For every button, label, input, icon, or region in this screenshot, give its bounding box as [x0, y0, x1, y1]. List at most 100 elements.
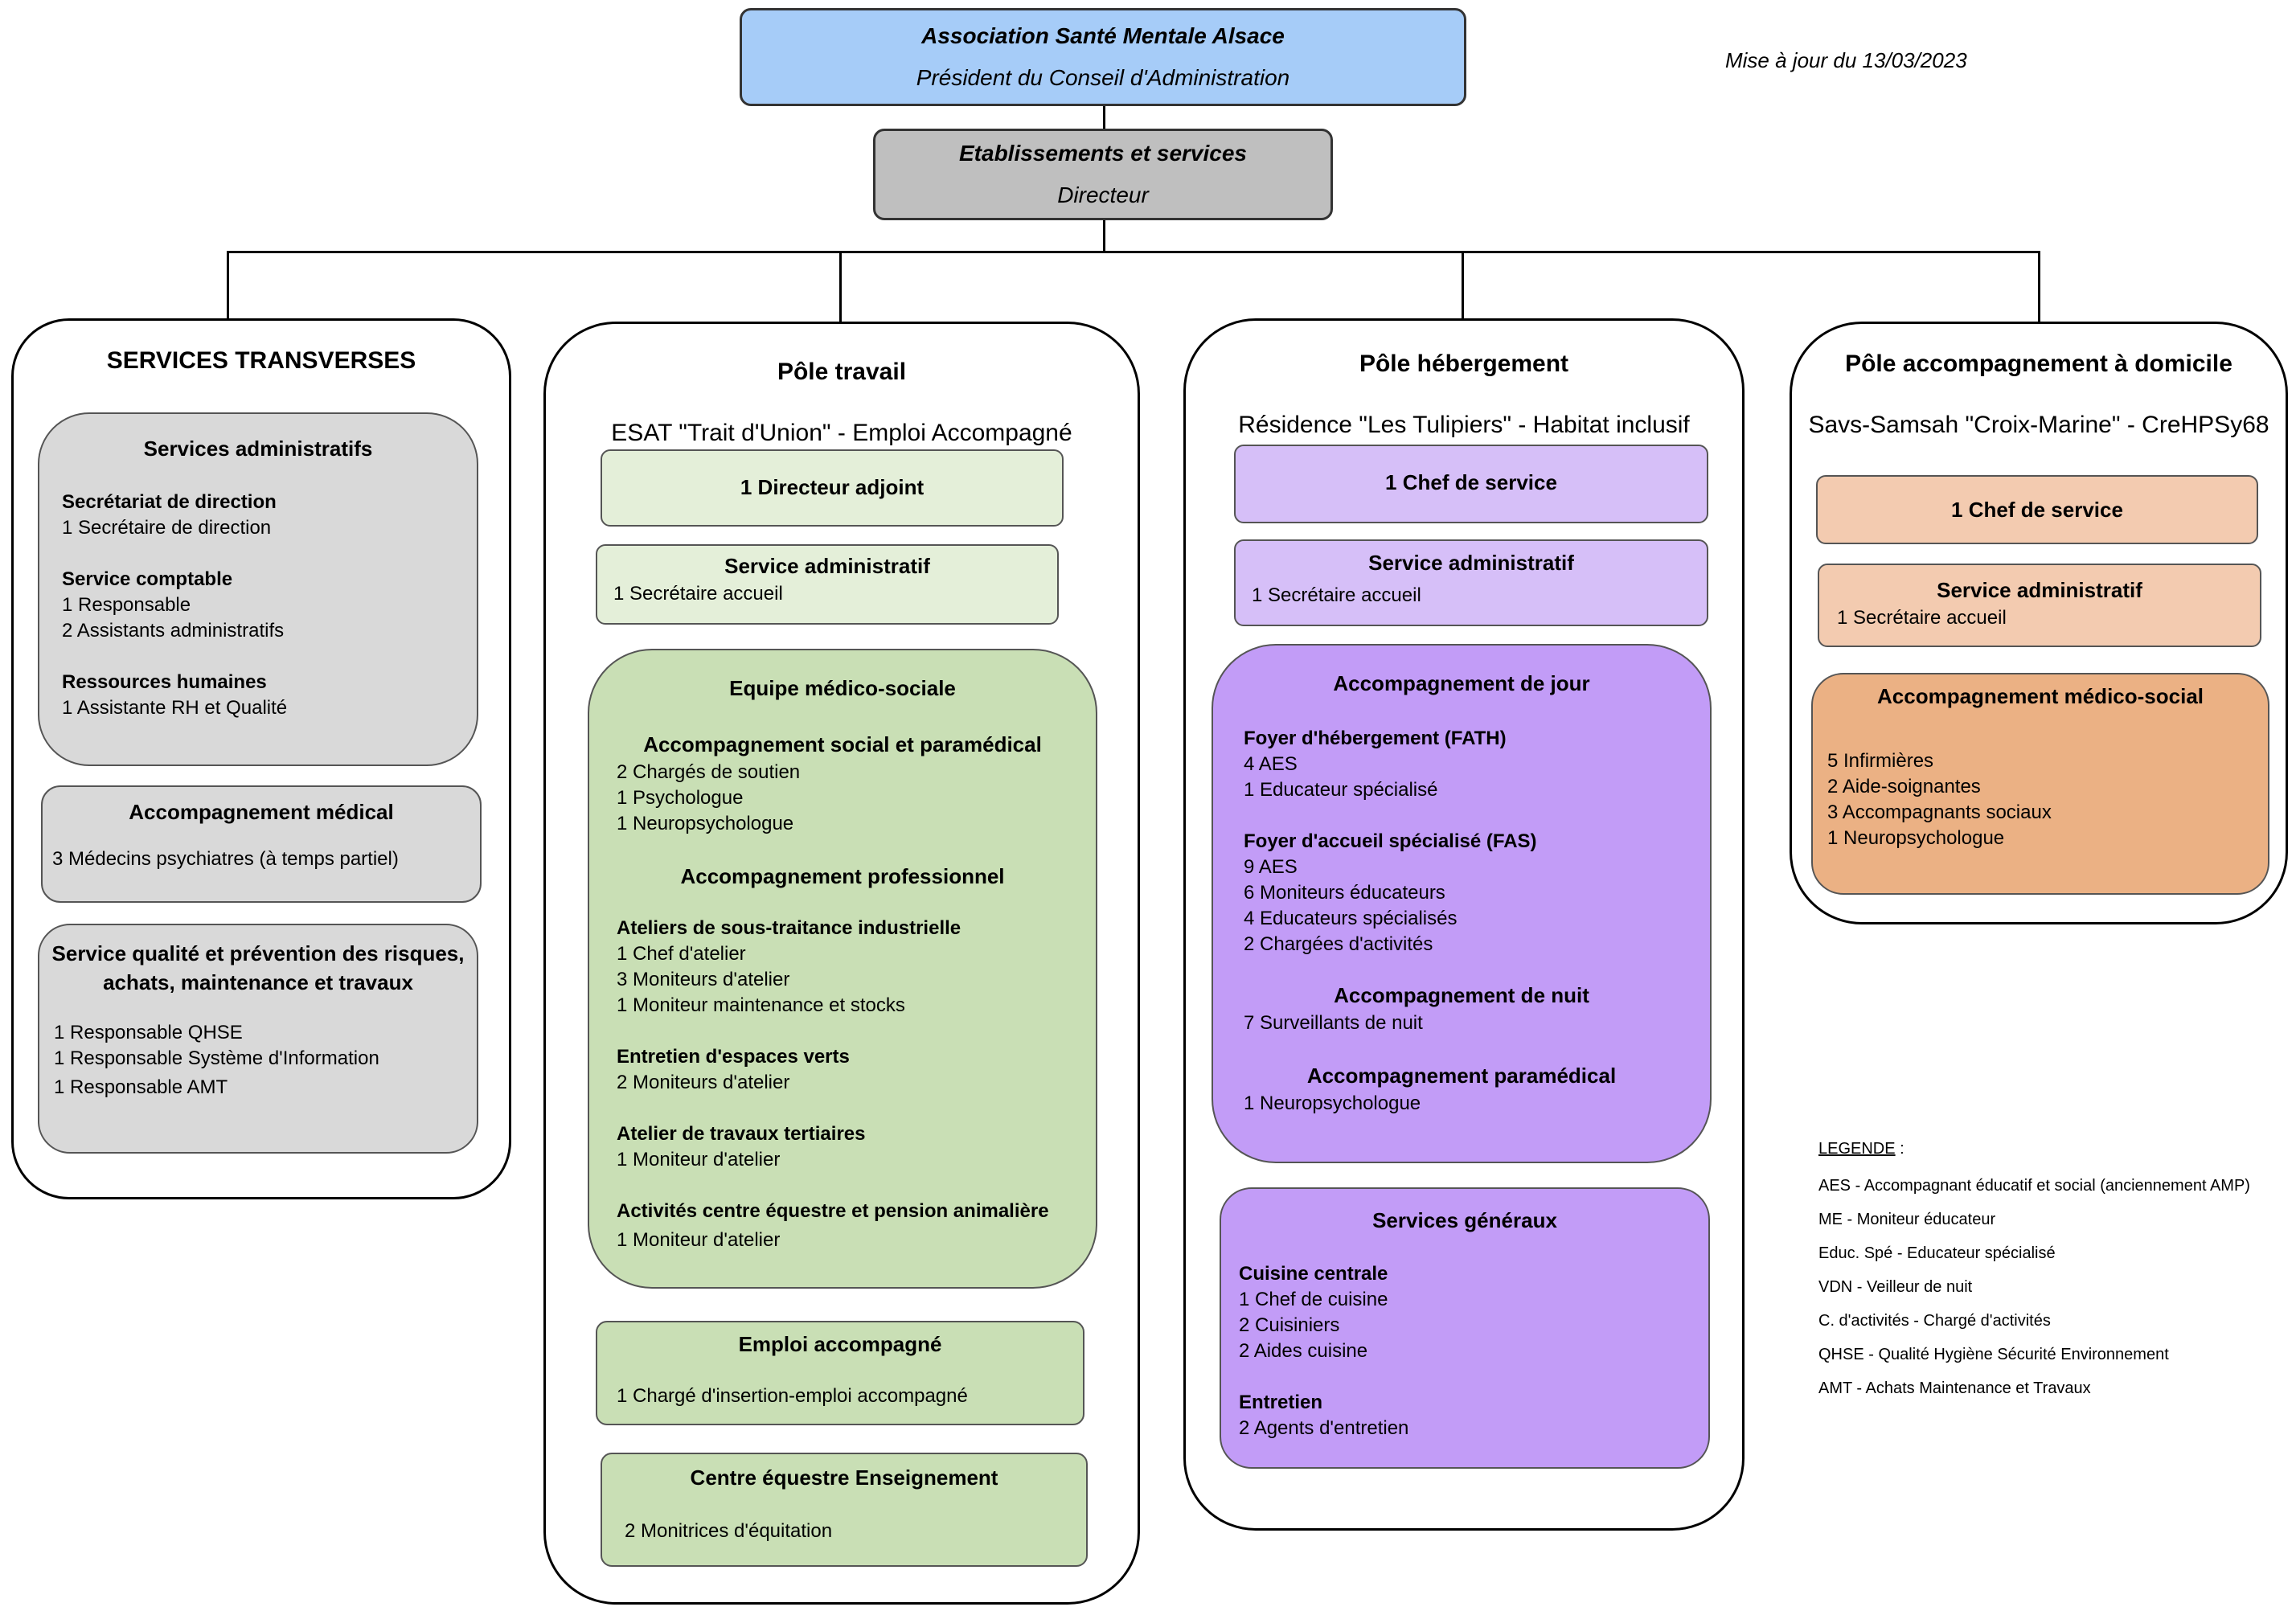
fath-line-1: 4 AES	[1244, 753, 1298, 775]
equipe-medico-sociale-box: Equipe médico-sociale Accompagnement soc…	[588, 649, 1097, 1289]
cuisine-line-1: 1 Chef de cuisine	[1239, 1289, 1388, 1310]
comptable-line-2: 2 Assistants administratifs	[62, 620, 285, 642]
espaces-verts-heading: Entretien d'espaces verts	[617, 1046, 850, 1068]
fas-line-4: 2 Chargées d'activités	[1244, 933, 1433, 955]
pole-hebergement-subtitle: Résidence "Les Tulipiers" - Habitat incl…	[1238, 412, 1690, 438]
entretien-heading: Entretien	[1239, 1392, 1323, 1413]
entretien-line-1: 2 Agents d'entretien	[1239, 1417, 1409, 1439]
pole-hebergement-panel: Pôle hébergement Résidence "Les Tulipier…	[1183, 318, 1745, 1531]
secretariat-heading: Secrétariat de direction	[62, 491, 277, 513]
emploi-accompagne-box: Emploi accompagné 1 Chargé d'insertion-e…	[596, 1321, 1084, 1425]
accompagnement-medico-social-box: Accompagnement médico-social 5 Infirmièr…	[1811, 673, 2269, 895]
fath-heading: Foyer d'hébergement (FATH)	[1244, 728, 1507, 749]
accompagnement-jour-title: Accompagnement de jour	[1333, 671, 1590, 695]
heberg-service-administratif-title: Service administratif	[1368, 551, 1574, 575]
domicile-chef-service-box: 1 Chef de service	[1816, 475, 2258, 544]
travaux-tertiaires-line-1: 1 Moniteur d'atelier	[617, 1149, 781, 1170]
pole-domicile-title: Pôle accompagnement à domicile	[1845, 350, 2232, 377]
service-qualite-title-2: achats, maintenance et travaux	[103, 970, 413, 994]
pole-domicile-subtitle: Savs-Samsah "Croix-Marine" - CreHPSy68	[1808, 412, 2269, 438]
accompagnement-paramedical-line-1: 1 Neuropsychologue	[1244, 1092, 1421, 1114]
legend-item: AMT - Achats Maintenance et Travaux	[1818, 1379, 2091, 1397]
accompagnement-medical-box: Accompagnement médical 3 Médecins psychi…	[41, 785, 482, 903]
accompagnement-social-line-3: 1 Neuropsychologue	[617, 813, 794, 834]
heberg-service-administratif-line-1: 1 Secrétaire accueil	[1252, 584, 1421, 606]
accompagnement-medical-line-1: 3 Médecins psychiatres (à temps partiel)	[52, 848, 399, 870]
fas-heading: Foyer d'accueil spécialisé (FAS)	[1244, 830, 1537, 852]
emploi-accompagne-title: Emploi accompagné	[738, 1332, 942, 1356]
legend-item: AES - Accompagnant éducatif et social (a…	[1818, 1177, 2250, 1195]
espaces-verts-line-1: 2 Moniteurs d'atelier	[617, 1072, 790, 1093]
secretariat-line-1: 1 Secrétaire de direction	[62, 517, 272, 539]
service-qualite-title-1: Service qualité et prévention des risque…	[51, 941, 465, 965]
services-administratifs-box: Services administratifs Secrétariat de d…	[38, 412, 478, 766]
travail-service-administratif-box: Service administratif 1 Secrétaire accue…	[596, 544, 1059, 625]
fath-line-2: 1 Educateur spécialisé	[1244, 779, 1438, 801]
pole-domicile-panel: Pôle accompagnement à domicile Savs-Sams…	[1790, 322, 2288, 924]
legend-colon: :	[1895, 1140, 1904, 1158]
connector-transverses	[227, 251, 229, 318]
accompagnement-nuit-title: Accompagnement de nuit	[1334, 983, 1589, 1007]
accompagnement-medical-title: Accompagnement médical	[129, 800, 394, 824]
accompagnement-professionnel-title: Accompagnement professionnel	[680, 864, 1005, 888]
medico-social-line-2: 2 Aide-soignantes	[1827, 776, 1981, 797]
accompagnement-social-title: Accompagnement social et paramédical	[643, 732, 1042, 756]
centre-equestre-heading: Activités centre équestre et pension ani…	[617, 1200, 1049, 1222]
medico-social-line-4: 1 Neuropsychologue	[1827, 827, 2005, 849]
fas-line-3: 4 Educateurs spécialisés	[1244, 908, 1458, 929]
pole-travail-subtitle: ESAT "Trait d'Union" - Emploi Accompagné	[611, 420, 1072, 446]
accompagnement-social-line-2: 1 Psychologue	[617, 787, 744, 809]
domicile-service-administratif-line-1: 1 Secrétaire accueil	[1837, 607, 2007, 629]
cuisine-line-3: 2 Aides cuisine	[1239, 1340, 1368, 1362]
centre-equestre-line-1: 1 Moniteur d'atelier	[617, 1229, 781, 1251]
ateliers-line-3: 1 Moniteur maintenance et stocks	[617, 994, 905, 1016]
fas-line-2: 6 Moniteurs éducateurs	[1244, 882, 1445, 904]
accompagnement-social-line-1: 2 Chargés de soutien	[617, 761, 801, 783]
travaux-tertiaires-heading: Atelier de travaux tertiaires	[617, 1123, 866, 1145]
travail-service-administratif-title: Service administratif	[724, 554, 930, 578]
legend-title-row: LEGENDE :	[1818, 1132, 2269, 1166]
legend-item: QHSE - Qualité Hygiène Sécurité Environn…	[1818, 1346, 2169, 1363]
ateliers-line-1: 1 Chef d'atelier	[617, 943, 746, 965]
centre-equestre-enseignement-title: Centre équestre Enseignement	[690, 1465, 998, 1490]
medico-social-line-3: 3 Accompagnants sociaux	[1827, 801, 2052, 823]
legend-item: VDN - Veilleur de nuit	[1818, 1278, 1973, 1296]
equipe-medico-sociale-title: Equipe médico-sociale	[729, 676, 956, 700]
service-qualite-line-2: 1 Responsable Système d'Information	[54, 1047, 379, 1069]
pole-travail-panel: Pôle travail ESAT "Trait d'Union" - Empl…	[543, 322, 1140, 1605]
association-name: Association Santé Mentale Alsace	[921, 23, 1285, 48]
connector-hebergement	[1462, 251, 1464, 318]
rh-heading: Ressources humaines	[62, 671, 267, 693]
medico-social-line-1: 5 Infirmières	[1827, 750, 1934, 772]
legend-item: ME - Moniteur éducateur	[1818, 1211, 1996, 1228]
connector-domicile	[2038, 251, 2040, 322]
service-qualite-box: Service qualité et prévention des risque…	[38, 924, 478, 1154]
director-box: Etablissements et services Directeur	[873, 129, 1333, 220]
ateliers-heading: Ateliers de sous-traitance industrielle	[617, 917, 961, 939]
heberg-service-administratif-box: Service administratif 1 Secrétaire accue…	[1234, 539, 1708, 626]
travail-service-administratif-line-1: 1 Secrétaire accueil	[613, 583, 783, 605]
services-generaux-title: Services généraux	[1372, 1208, 1557, 1232]
domicile-service-administratif-title: Service administratif	[1937, 578, 2142, 602]
comptable-heading: Service comptable	[62, 568, 233, 590]
accompagnement-nuit-line-1: 7 Surveillants de nuit	[1244, 1012, 1423, 1034]
legend-item: C. d'activités - Chargé d'activités	[1818, 1312, 2051, 1330]
directeur-adjoint-box: 1 Directeur adjoint	[601, 449, 1064, 527]
association-box: Association Santé Mentale Alsace Préside…	[740, 8, 1466, 106]
domicile-service-administratif-box: Service administratif 1 Secrétaire accue…	[1818, 564, 2261, 647]
emploi-accompagne-line-1: 1 Chargé d'insertion-emploi accompagné	[617, 1385, 968, 1407]
connector-travail	[839, 251, 842, 322]
services-transverses-panel: SERVICES TRANSVERSES Services administra…	[11, 318, 511, 1199]
ateliers-line-2: 3 Moniteurs d'atelier	[617, 969, 790, 990]
services-transverses-title: SERVICES TRANSVERSES	[106, 347, 416, 374]
president-label: Président du Conseil d'Administration	[916, 65, 1290, 90]
heberg-chef-service-label: 1 Chef de service	[1385, 470, 1557, 494]
cuisine-heading: Cuisine centrale	[1239, 1263, 1388, 1285]
pole-hebergement-title: Pôle hébergement	[1359, 350, 1569, 377]
heberg-chef-service-box: 1 Chef de service	[1234, 445, 1708, 523]
legend-title: LEGENDE	[1818, 1140, 1896, 1158]
connector-top-to-director	[1103, 105, 1105, 129]
service-qualite-line-1: 1 Responsable QHSE	[54, 1022, 243, 1043]
legend-item: Educ. Spé - Educateur spécialisé	[1818, 1244, 2056, 1262]
service-qualite-line-3: 1 Responsable AMT	[54, 1076, 228, 1098]
